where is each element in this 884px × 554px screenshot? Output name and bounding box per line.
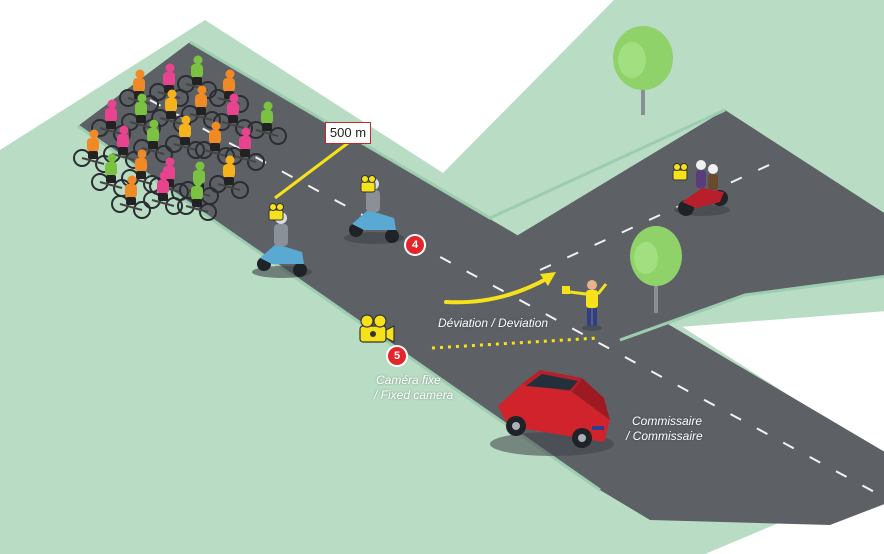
main-road-centre-line [149, 99, 881, 496]
cyclist-icon [143, 171, 183, 215]
deviation-arrow [444, 272, 556, 305]
marker-5-badge: 5 [388, 347, 406, 365]
cyclist-icon [213, 93, 253, 137]
camera-icon [360, 175, 376, 193]
peloton [73, 55, 287, 221]
fixed-camera-label-en: / Fixed camera [374, 388, 454, 402]
cyclist-icon [121, 93, 161, 137]
cyclist-icon [209, 155, 249, 199]
cyclist-icon [177, 177, 217, 221]
marker-4-badge: 4 [406, 236, 424, 254]
camera-icon [672, 163, 688, 181]
cyclist-icon [225, 127, 265, 171]
tree-icon [613, 26, 673, 115]
camera-motorbike-icon [674, 160, 730, 216]
road-edge-corner [619, 274, 884, 342]
police-motorbike-icon [252, 212, 312, 278]
flag-marshal-icon [562, 280, 608, 331]
cyclist-icon [195, 121, 235, 165]
camera-icon [359, 314, 395, 343]
road-edge-far [189, 40, 726, 220]
car-icon [490, 370, 614, 456]
camera-sightline [431, 336, 599, 350]
camera-icon [268, 203, 284, 221]
tree-icon [630, 226, 682, 313]
cyclist-icon [209, 69, 249, 113]
commissaire-label-fr: Commissaire [632, 414, 703, 428]
cyclist-icon [111, 175, 151, 219]
distance-marker: 500 m [325, 122, 371, 144]
distance-pointer-line [274, 141, 349, 200]
side-road-centre-line [539, 159, 781, 271]
cyclist-icon [133, 119, 173, 163]
cyclist-icon [165, 115, 205, 159]
commissaire-label-en: / Commissaire [626, 429, 703, 443]
lane-markings [149, 99, 881, 496]
cyclist-icon [91, 99, 131, 143]
fixed-camera-label-fr: Caméra fixe [376, 373, 441, 387]
cyclist-icon [103, 125, 143, 169]
main-road [78, 42, 884, 525]
deviation-label: Déviation / Deviation [438, 316, 549, 330]
